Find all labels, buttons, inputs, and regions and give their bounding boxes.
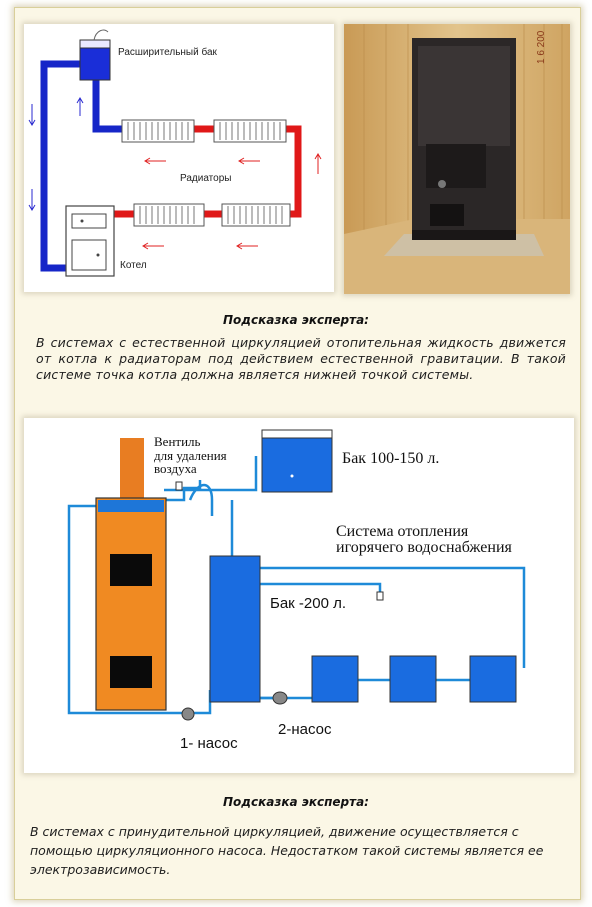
expansion-tank-icon [79, 29, 111, 81]
pump-2-icon [272, 691, 288, 705]
sauna-stove-photo: 1 6 200 [344, 24, 570, 294]
stove-body-icon [412, 38, 516, 240]
pump-2-label: 2-насос [278, 721, 332, 738]
tip1-title: Подсказка эксперта: [223, 313, 369, 327]
radiators-label: Радиаторы [180, 173, 231, 184]
tank-200-icon [209, 555, 261, 703]
tip2-text: В системах с принудительной циркуляцией,… [30, 824, 544, 877]
natural-circulation-diagram: Расширительный бак Радиаторы Котел [24, 24, 334, 292]
valve-icon [376, 591, 384, 601]
air-valve-icon [175, 481, 183, 491]
tank-200-label: Бак -200 л. [270, 595, 346, 612]
air-valve-label-1: Вентиль [154, 434, 201, 449]
blue-return-pipe [40, 60, 100, 272]
boiler-label: Котел [120, 260, 147, 271]
boiler-icon [95, 497, 167, 711]
heating-system-label-1: Система отопления [336, 523, 469, 540]
tank-100-150-label: Бак 100-150 л. [342, 450, 439, 467]
air-valve-label-2: для удаления [154, 448, 227, 463]
tip2-title: Подсказка эксперта: [223, 795, 369, 809]
forced-circulation-diagram: Вентиль для удаления воздуха Бак 100-150… [24, 418, 574, 773]
air-valve-label-3: воздуха [154, 461, 197, 476]
tip1-text: В системах с естественной циркуляцией от… [36, 335, 566, 382]
blue-riser-pipe [92, 75, 126, 133]
expansion-tank-label: Расширительный бак [118, 46, 218, 58]
pump-1-icon [181, 707, 195, 721]
heating-system-label-2: игорячего водоснабжения [336, 539, 513, 556]
radiator-icon [311, 655, 517, 703]
tank-100-150-icon [261, 429, 333, 493]
pump-1-label: 1- насос [180, 735, 238, 752]
boiler-icon [65, 205, 115, 277]
chimney-icon [120, 438, 144, 504]
photo-date-stamp: 1 6 200 [536, 30, 547, 64]
